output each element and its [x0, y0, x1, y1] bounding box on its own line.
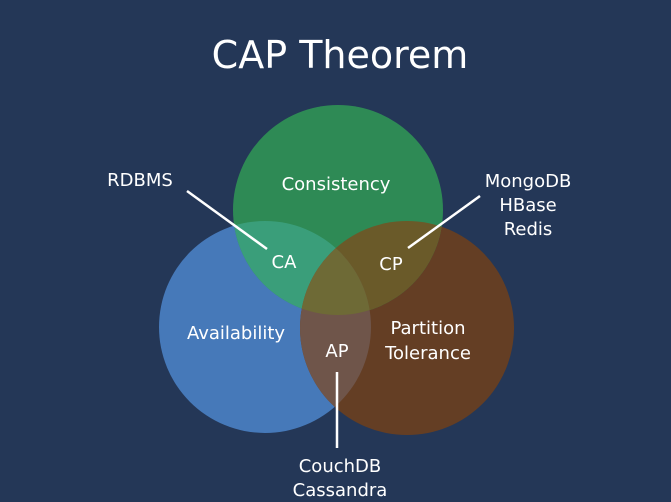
ap-label: AP: [325, 341, 348, 362]
cp-example: HBase: [499, 195, 556, 216]
ap-example: CouchDB: [299, 456, 382, 477]
cp-example: Redis: [504, 219, 553, 240]
availability-label: Availability: [187, 323, 285, 344]
ca-pointer-line: [186, 189, 268, 251]
ap-example: Cassandra: [293, 480, 388, 501]
cap-center-region: [300, 221, 371, 315]
diagram-title: CAP Theorem: [212, 33, 469, 77]
cp-label: CP: [379, 254, 403, 275]
partition-label-line1: Partition: [390, 318, 465, 339]
cp-pointer-line: [407, 194, 481, 250]
consistency-label: Consistency: [282, 174, 391, 195]
cp-example: MongoDB: [485, 171, 572, 192]
ca-example: RDBMS: [107, 170, 173, 191]
partition-label-line2: Tolerance: [384, 343, 471, 364]
ca-label: CA: [272, 252, 298, 273]
